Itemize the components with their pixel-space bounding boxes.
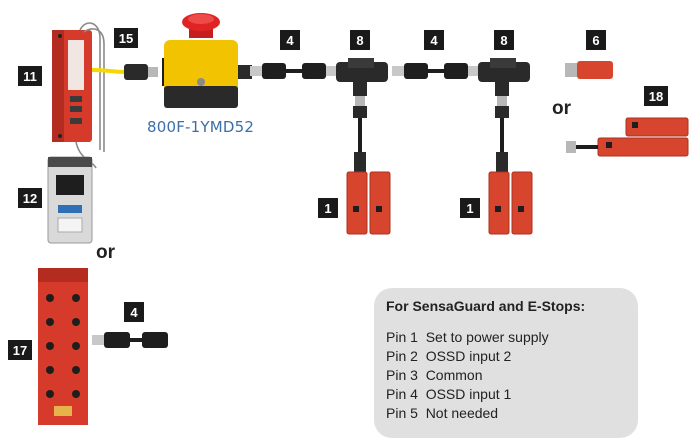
callout-4-second: 4 [424, 30, 444, 50]
t-connector-2 [478, 58, 530, 172]
pin-list: Pin 1 Set to power supply Pin 2 OSSD inp… [386, 328, 549, 423]
estop-model-label: 800F-1YMD52 [147, 118, 254, 136]
yellow-wire [92, 64, 158, 80]
estop-station [162, 13, 252, 108]
callout-18: 18 [644, 86, 668, 106]
callout-1-left: 1 [318, 198, 338, 218]
callout-4-bottom: 4 [124, 302, 144, 322]
cable-4-top-2 [392, 63, 478, 79]
callout-8-first: 8 [350, 30, 370, 50]
or-label-sensor: or [552, 98, 571, 120]
t-connector-1 [336, 58, 388, 172]
sensaguard-sensor-18 [566, 118, 688, 156]
power-supply [48, 157, 92, 243]
pin-item: Pin 2 OSSD input 2 [386, 347, 549, 366]
callout-17: 17 [8, 340, 32, 360]
io-block-module [38, 268, 88, 425]
callout-15: 15 [114, 28, 138, 48]
callout-8-second: 8 [494, 30, 514, 50]
or-label-io: or [96, 242, 115, 264]
pin-legend-box: For SensaGuard and E-Stops: Pin 1 Set to… [374, 288, 638, 438]
callout-6: 6 [586, 30, 606, 50]
sensaguard-sensor-1a [347, 172, 390, 234]
callout-12: 12 [18, 188, 42, 208]
pin-item: Pin 3 Common [386, 366, 549, 385]
callout-4-top: 4 [280, 30, 300, 50]
safety-relay-module [52, 30, 92, 142]
sensaguard-sensor-1b [489, 172, 532, 234]
callout-11: 11 [18, 66, 42, 86]
pin-item: Pin 4 OSSD input 1 [386, 385, 549, 404]
pin-item: Pin 1 Set to power supply [386, 328, 549, 347]
legend-title: For SensaGuard and E-Stops: [386, 298, 585, 314]
pin-item: Pin 5 Not needed [386, 404, 549, 423]
terminator-plug [565, 61, 613, 79]
cable-4-bottom [92, 332, 168, 348]
callout-1-right: 1 [460, 198, 480, 218]
cable-4-top [250, 63, 336, 79]
